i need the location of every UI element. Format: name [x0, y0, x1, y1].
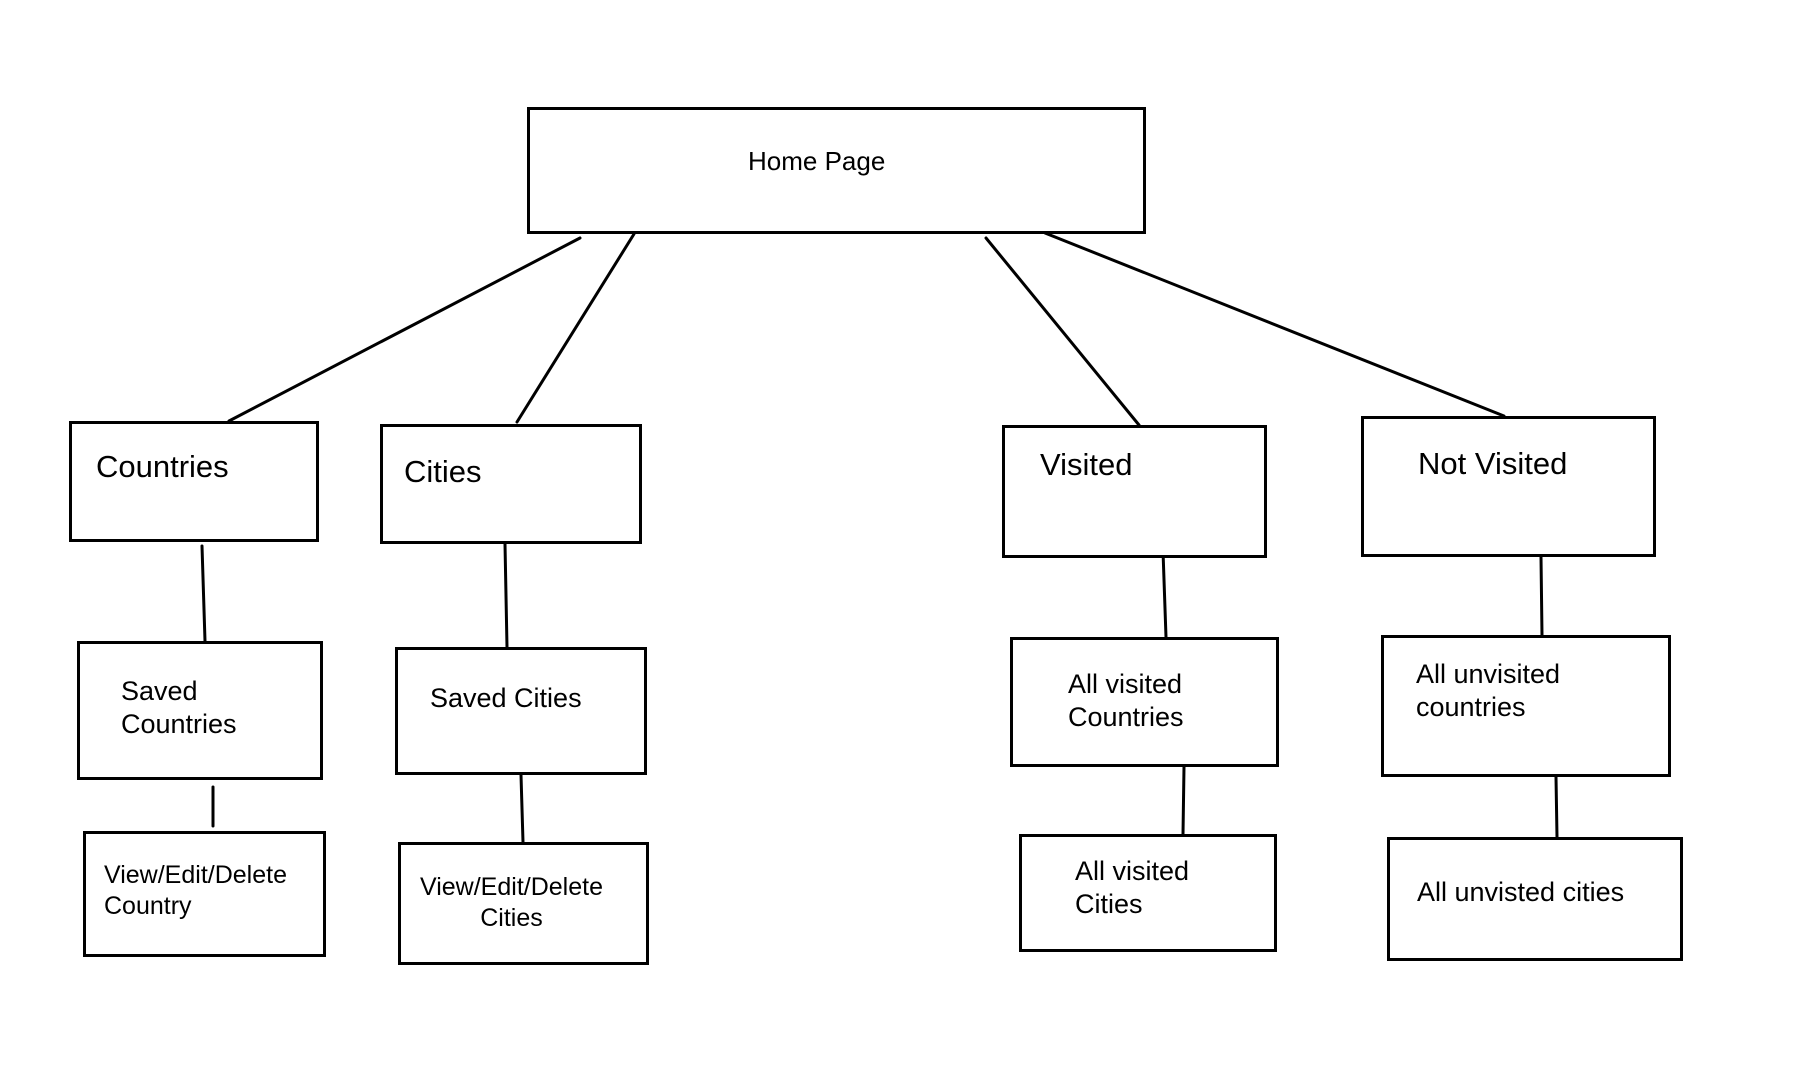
- connector-all-unvisited-countries-all-unvisited-cities: [1554, 775, 1559, 839]
- node-countries: Countries: [69, 421, 319, 542]
- connector-home-cities: [515, 232, 636, 424]
- connector-all-visited-countries-all-visited-cities: [1181, 765, 1186, 836]
- node-all-visited-cities-label: All visited Cities: [1075, 856, 1190, 919]
- node-view-edit-delete-cities: View/Edit/Delete Cities: [398, 842, 649, 965]
- node-cities: Cities: [380, 424, 642, 544]
- node-view-edit-delete-cities-label: View/Edit/Delete Cities: [420, 873, 603, 932]
- connector-visited-all-visited-countries: [1161, 549, 1168, 639]
- connector-home-not-visited: [1043, 231, 1506, 418]
- node-all-visited-cities: All visited Cities: [1019, 834, 1277, 952]
- node-all-unvisited-countries: All unvisited countries: [1381, 635, 1671, 777]
- node-countries-label: Countries: [96, 449, 229, 484]
- node-all-visited-countries: All visited Countries: [1010, 637, 1279, 767]
- node-all-unvisited-cities-label: All unvisted cities: [1417, 877, 1625, 907]
- connector-home-countries: [227, 236, 582, 423]
- connector-cities-saved-cities: [503, 542, 509, 649]
- node-visited: Visited: [1002, 425, 1267, 558]
- node-visited-label: Visited: [1040, 447, 1133, 482]
- node-all-unvisited-cities: All unvisted cities: [1387, 837, 1683, 961]
- connector-home-visited: [984, 236, 1141, 427]
- node-home-page: Home Page: [527, 107, 1146, 234]
- node-saved-cities: Saved Cities: [395, 647, 647, 775]
- node-saved-cities-label: Saved Cities: [430, 683, 582, 713]
- node-home-page-label: Home Page: [748, 146, 886, 176]
- connector-saved-cities-view-edit-delete-cities: [519, 773, 525, 844]
- node-not-visited: Not Visited: [1361, 416, 1656, 557]
- node-not-visited-label: Not Visited: [1418, 446, 1568, 481]
- connector-countries-saved-countries: [200, 544, 207, 643]
- node-view-edit-delete-country-label: View/Edit/Delete Country: [104, 861, 287, 920]
- connector-not-visited-all-unvisited-countries: [1539, 555, 1544, 637]
- node-saved-countries-label: Saved Countries: [121, 676, 237, 739]
- node-saved-countries: Saved Countries: [77, 641, 323, 780]
- node-all-visited-countries-label: All visited Countries: [1068, 669, 1184, 732]
- node-view-edit-delete-country: View/Edit/Delete Country: [83, 831, 326, 957]
- node-cities-label: Cities: [404, 454, 482, 489]
- node-all-unvisited-countries-label: All unvisited countries: [1416, 659, 1561, 722]
